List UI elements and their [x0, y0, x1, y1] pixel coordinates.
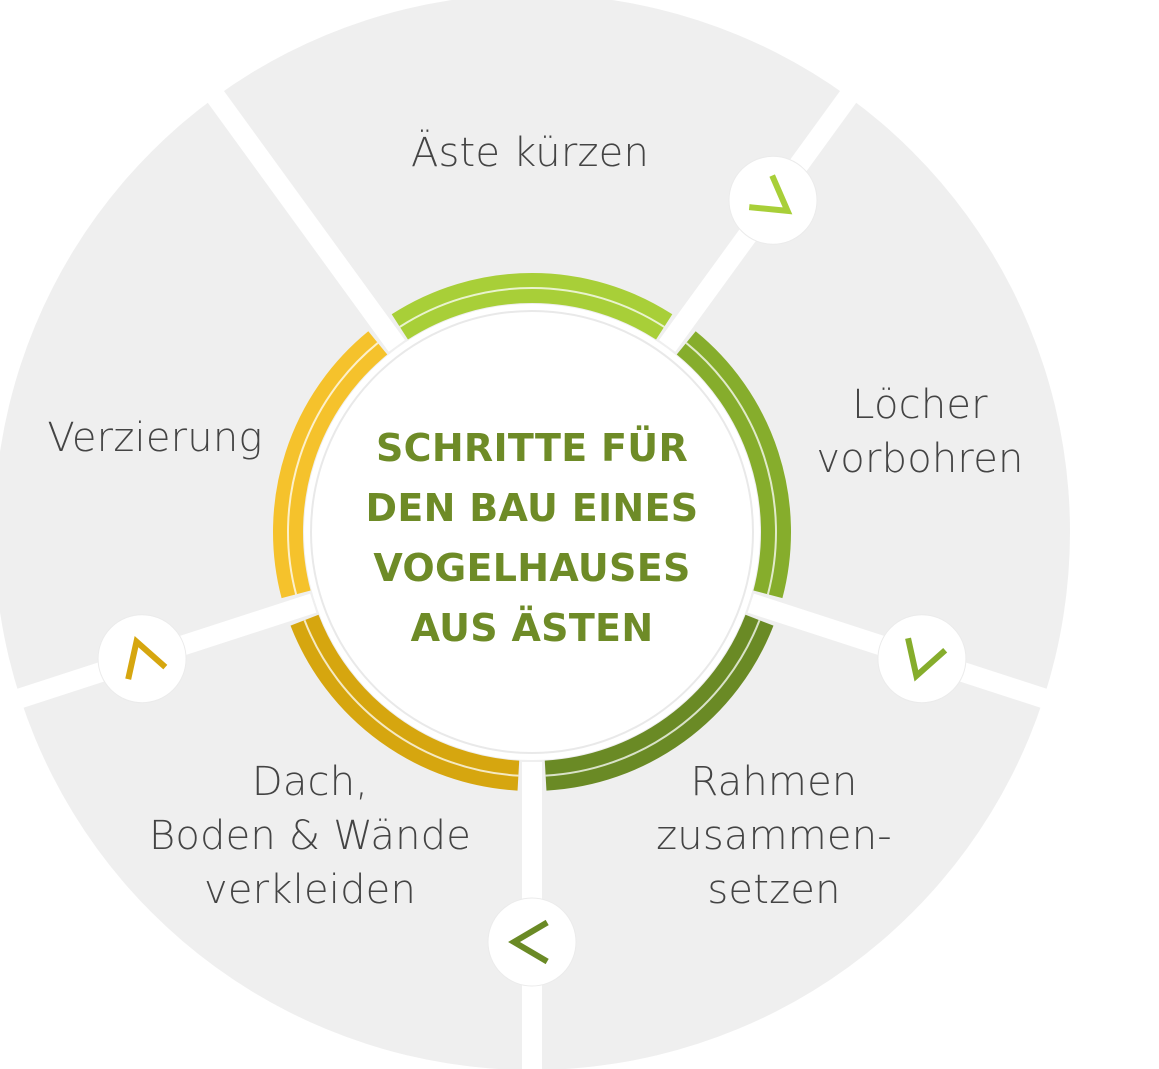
step-label-line: Rahmen [690, 759, 858, 805]
chevron-icon [508, 919, 549, 965]
step-segment [215, 0, 849, 532]
arrow-badge [728, 155, 818, 245]
chevron-icon [905, 637, 948, 682]
step-label-loecher-vorbohren: Löcher vorbohren [770, 378, 1070, 486]
step-label-line: vorbohren [816, 436, 1024, 482]
center-title: SCHRITTE FÜR DEN BAU EINES VOGELHAUSES A… [332, 418, 732, 658]
center-title-line: VOGELHAUSES [373, 546, 691, 590]
step-label-aeste-kuerzen: Äste kürzen [380, 126, 680, 180]
ring-arc-highlight [287, 342, 379, 595]
arrow-badge [97, 614, 187, 704]
center-title-line: AUS ÄSTEN [410, 606, 654, 650]
step-label-line: Verzierung [47, 415, 263, 461]
arrow-group [97, 155, 967, 987]
step-label-rahmen-zusammensetzen: Rahmen zusammen- setzen [624, 755, 924, 917]
step-label-line: zusammen- [656, 813, 892, 859]
center-title-line: DEN BAU EINES [365, 486, 699, 530]
chevron-icon [125, 635, 168, 680]
center-disc-outline [310, 310, 754, 754]
step-label-line: setzen [707, 867, 841, 913]
ring-arc-highlight [303, 619, 519, 777]
step-label-verzierung: Verzierung [10, 411, 300, 465]
step-label-line: Äste kürzen [410, 130, 650, 176]
step-label-line: Löcher [852, 382, 988, 428]
step-label-line: verkleiden [203, 867, 417, 913]
progress-ring [273, 273, 791, 791]
chevron-icon [748, 174, 793, 215]
step-label-line: Boden & Wände [148, 813, 472, 859]
center-disc [304, 304, 760, 760]
ring-arc-highlight [545, 619, 761, 777]
segment-divider [204, 86, 405, 352]
step-label-line: Dach, [251, 759, 369, 805]
arrow-badge [877, 614, 967, 704]
center-title-line: SCHRITTE FÜR [375, 426, 689, 470]
step-label-dach-boden-waende: Dach, Boden & Wände verkleiden [110, 755, 510, 917]
ring-arc-highlight [399, 287, 665, 328]
ring-arc-highlight [685, 342, 777, 595]
arrow-badge [487, 897, 577, 987]
